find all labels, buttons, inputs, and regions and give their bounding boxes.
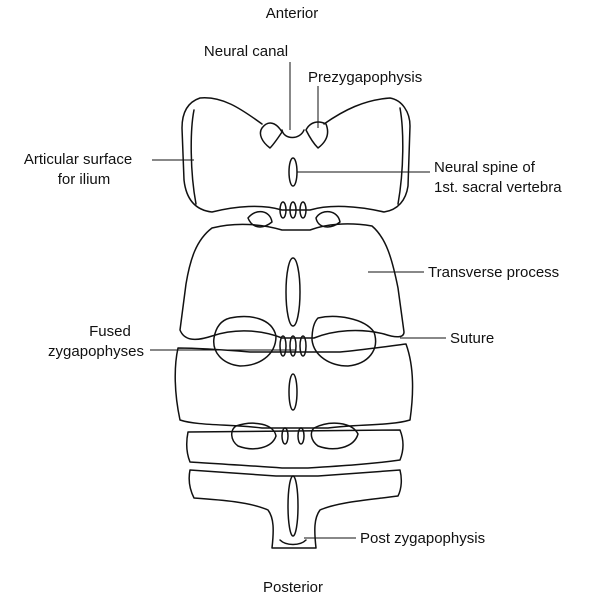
neural-spine-2 bbox=[285, 257, 301, 327]
suture-label: Suture bbox=[450, 330, 494, 347]
slit-2b bbox=[289, 335, 297, 357]
neural-spine-3 bbox=[288, 373, 298, 411]
post-zygapophysis bbox=[279, 539, 307, 546]
fused-zygapophyses-label-line2: zygapophyses bbox=[48, 343, 144, 360]
fused-zygapophyses-label-line1: Fused bbox=[89, 323, 131, 340]
right-foramen-1 bbox=[315, 210, 341, 228]
neural-spine-5 bbox=[287, 475, 299, 537]
left-articular-rim bbox=[190, 109, 197, 205]
anatomical-labels: Neural canal Prezygapophysis Articular s… bbox=[24, 43, 562, 547]
neural-spine-label-line2: 1st. sacral vertebra bbox=[434, 179, 562, 196]
slit-3a bbox=[281, 427, 289, 445]
transverse-process-label: Transverse process bbox=[428, 264, 559, 281]
right-articular-rim bbox=[397, 107, 404, 205]
slit-1b bbox=[289, 201, 297, 219]
slit-1c bbox=[299, 201, 307, 219]
internal-details bbox=[213, 121, 377, 546]
left-foramen-3 bbox=[231, 422, 277, 450]
right-foramen-2 bbox=[311, 315, 377, 367]
left-prezygapophysis bbox=[259, 122, 283, 149]
fourth-vertebra-outline bbox=[185, 429, 404, 469]
post-zygapophysis-label: Post zygapophysis bbox=[360, 530, 485, 547]
fifth-vertebra-outline bbox=[188, 469, 403, 549]
neural-spine-label-line1: Neural spine of bbox=[434, 159, 536, 176]
articular-surface-label-line1: Articular surface bbox=[24, 151, 132, 168]
neural-spine-1 bbox=[288, 157, 298, 187]
slit-1a bbox=[279, 201, 287, 219]
left-foramen-1 bbox=[247, 210, 273, 228]
slit-3b bbox=[297, 427, 305, 445]
leader-lines bbox=[150, 62, 446, 539]
neural-canal-opening bbox=[281, 129, 305, 139]
sacrum-outline bbox=[174, 97, 414, 549]
neural-canal-label: Neural canal bbox=[204, 43, 288, 60]
second-vertebra-outline bbox=[179, 223, 405, 341]
left-foramen-2 bbox=[213, 315, 277, 367]
first-vertebra-outline bbox=[181, 97, 411, 213]
slit-2c bbox=[299, 335, 307, 357]
anterior-label: Anterior bbox=[266, 5, 319, 22]
slit-2a bbox=[279, 335, 287, 357]
prezygapophysis-label: Prezygapophysis bbox=[308, 69, 422, 86]
articular-surface-label-line2: for ilium bbox=[58, 171, 111, 188]
right-foramen-3 bbox=[310, 422, 359, 450]
posterior-label: Posterior bbox=[263, 579, 323, 596]
right-prezygapophysis bbox=[305, 121, 329, 149]
third-vertebra-outline bbox=[174, 343, 414, 429]
